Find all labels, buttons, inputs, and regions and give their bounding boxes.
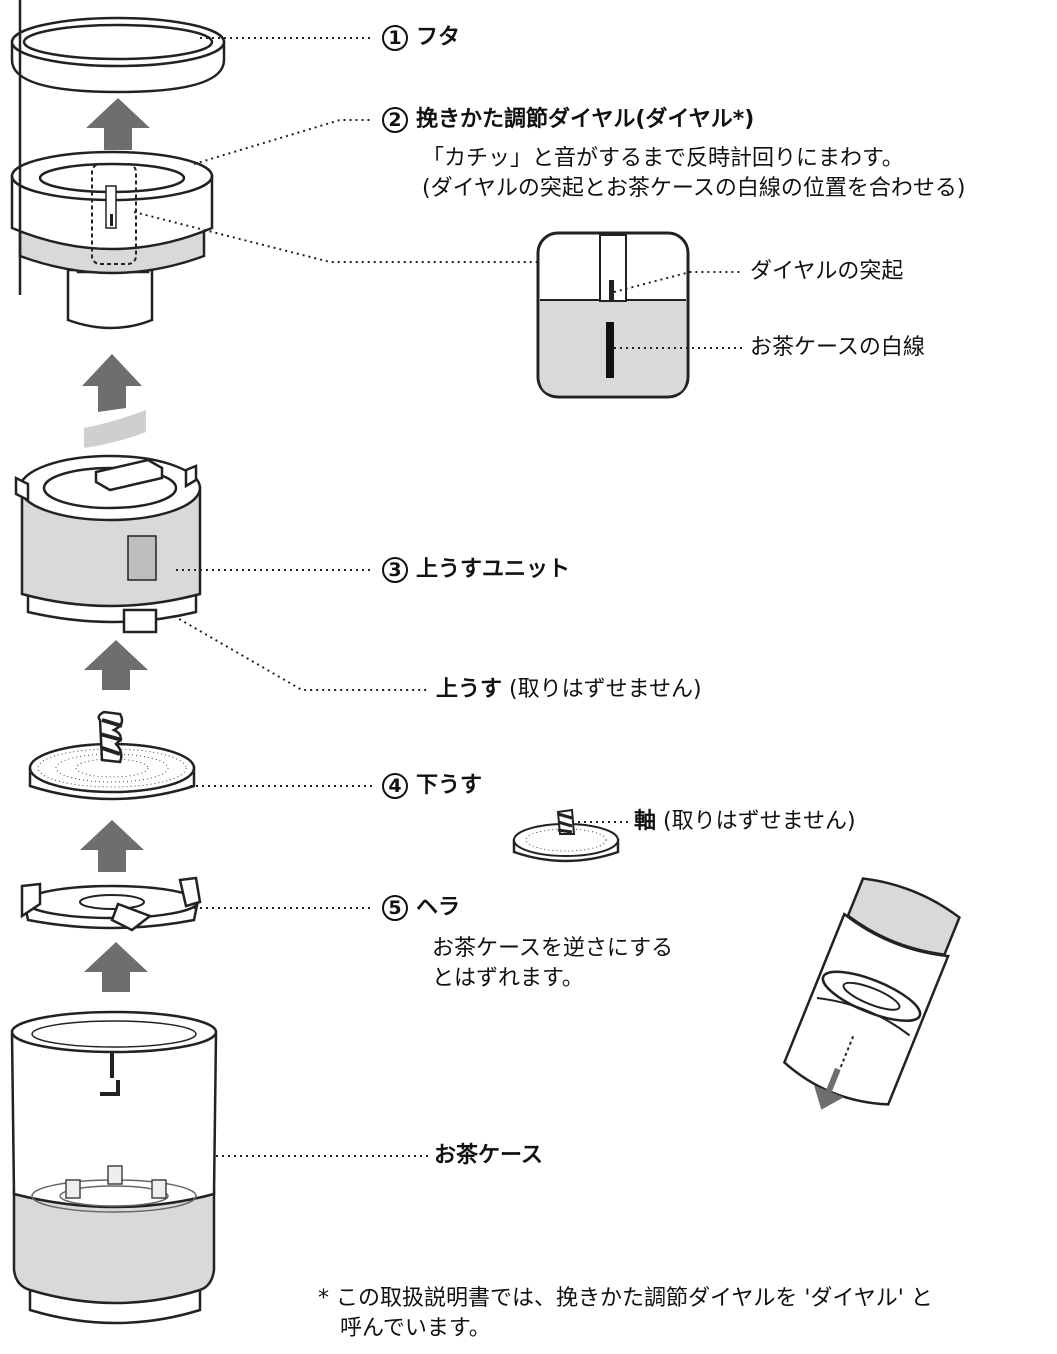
part-name: 上うすユニット [416, 557, 571, 582]
footnote-line: * この取扱説明書では、挽きかた調節ダイヤルを 'ダイヤル' と [318, 1286, 933, 1311]
footnote: * この取扱説明書では、挽きかた調節ダイヤルを 'ダイヤル' と 呼んでいます。 [318, 1284, 933, 1344]
upper-mill-label: 上うす (取りはずせません) [436, 676, 702, 704]
spatula-note: お茶ケースを逆さにする とはずれます。 [432, 934, 673, 994]
part-label-dial: 2 挽きかた調節ダイヤル(ダイヤル*) [382, 106, 754, 134]
part-number: 4 [382, 773, 408, 799]
part-number: 3 [382, 557, 408, 583]
part-name: 挽きかた調節ダイヤル(ダイヤル*) [416, 107, 755, 132]
dial-instruction: 「カチッ」と音がするまで反時計回りにまわす。 (ダイヤルの突起とお茶ケースの白線… [422, 144, 965, 204]
white-line-label: お茶ケースの白線 [750, 335, 925, 360]
up-arrow-icon [86, 98, 150, 150]
spatula-illustration [20, 876, 202, 932]
up-arrow-icon [84, 640, 148, 690]
upper-mill-name: 上うす [436, 677, 503, 702]
part-name: ヘラ [416, 895, 461, 920]
spatula-note-line: とはずれます。 [432, 966, 584, 991]
inverted-case-illustration [782, 877, 961, 1110]
tea-case-illustration [10, 1010, 218, 1325]
footnote-line: 呼んでいます。 [340, 1316, 491, 1341]
shaft-label: 軸 (取りはずせません) [634, 808, 856, 836]
part-label-lower-mill: 4 下うす [382, 772, 482, 800]
upper-mill-note: (取りはずせません) [509, 677, 702, 702]
lower-mill-illustration [28, 710, 196, 801]
leader-lines [133, 37, 742, 1157]
up-arrow-icon [80, 820, 144, 872]
part-name: フタ [416, 25, 461, 50]
part-label-spatula: 5 ヘラ [382, 894, 460, 922]
dial-instruction-line: 「カチッ」と音がするまで反時計回りにまわす。 [422, 146, 904, 171]
lid-illustration [10, 16, 226, 94]
shaft-illustration [512, 808, 620, 863]
tea-case-label: お茶ケース [434, 1143, 543, 1168]
dial-illustration [10, 150, 214, 330]
part-number: 5 [382, 895, 408, 921]
shaft-note: (取りはずせません) [663, 809, 856, 834]
protrusion-label: ダイヤルの突起 [750, 259, 904, 284]
part-name: 下うす [416, 773, 483, 798]
shaft-name: 軸 [634, 809, 657, 834]
part-number: 1 [382, 25, 408, 51]
spatula-note-line: お茶ケースを逆さにする [432, 936, 674, 961]
part-label-lid: 1 フタ [382, 24, 460, 52]
upper-mill-unit-illustration [14, 0, 202, 634]
part-label-upper-mill-unit: 3 上うすユニット [382, 556, 570, 584]
part-number: 2 [382, 107, 408, 133]
detail-inset [536, 231, 690, 399]
rotate-arrow-icon [82, 354, 146, 448]
up-arrow-icon [84, 942, 148, 992]
dial-instruction-line: (ダイヤルの突起とお茶ケースの白線の位置を合わせる) [422, 176, 966, 201]
